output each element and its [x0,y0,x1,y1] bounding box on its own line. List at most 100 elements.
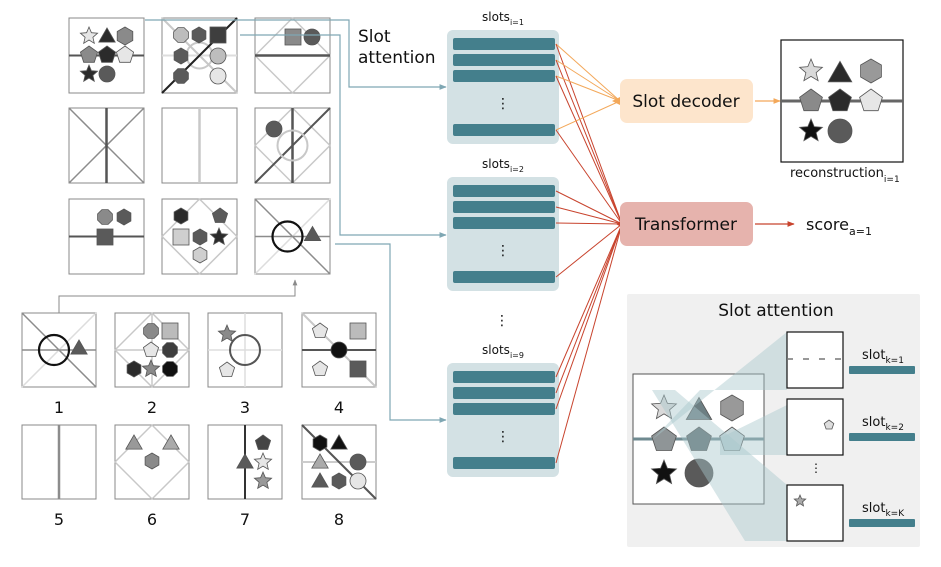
triangle-shape [125,434,143,450]
pentagon-shape [686,426,712,451]
slot-group-label-sub: i=1 [510,18,524,27]
slot-group-3: ⋮slotsi=9 [447,343,559,477]
slot-group-label-sub: i=9 [510,351,524,360]
slot-ellipsis: ⋮ [496,243,510,259]
hexagon-shape [860,58,882,84]
edge-to-transformer [555,223,623,394]
circle-shape [330,341,348,359]
slot-ellipsis: ⋮ [496,96,510,112]
star-shape [798,57,824,82]
edge-to-transformer [555,223,623,378]
circle-shape [209,47,227,65]
context-panel-7 [68,198,145,275]
slot-mask-image [786,331,844,389]
octagon-shape [143,323,159,339]
context-panel-9 [254,198,331,275]
slot-attention-label-line1: Slot [358,27,391,47]
slot-decoder-box [620,79,753,123]
context-panel-2 [161,17,238,94]
answer-option-4 [301,312,377,388]
slot-group-1: ⋮ slotsi=1 [447,10,559,144]
star-shape [217,323,237,343]
slot-bar [453,403,555,415]
slot-group-label-base: slots [482,343,510,357]
inset-title: Slot attention [718,301,834,321]
circle-shape [349,472,367,490]
hexagon-shape [720,394,744,422]
triangle-shape [330,434,348,450]
hexagon-shape [173,47,189,65]
octagon-shape [97,209,113,225]
answer-option-3 [207,312,283,388]
star-shape [209,226,229,246]
inset-slot-label-sub: k=K [885,509,905,519]
circle-shape [98,65,116,83]
triangle-shape [70,339,88,355]
edge-to-decoder [555,75,621,102]
context-panel-6 [253,106,332,185]
hexagon-shape [192,246,208,264]
slot-bar [453,185,555,197]
transformer-label: Transformer [634,215,737,235]
answer-option-5 [21,424,97,500]
slot-edges [555,43,624,464]
inset-slot-1: slotk=1 [786,331,915,389]
pentagon-shape [719,426,745,451]
pentagon-shape [859,88,883,112]
inset-slot-bar [849,519,915,527]
pentagon-shape [828,88,852,112]
panel-content [253,106,332,185]
circle-shape [209,67,227,85]
panel-content [301,312,377,388]
panel-content [21,312,97,388]
octagon-shape [162,361,178,377]
attention-beam-1 [652,332,787,440]
answer-label-7: 7 [240,510,250,529]
context-panel-8 [160,197,239,276]
slot-group-label: slotsi=1 [482,10,524,27]
triangle-shape [827,60,853,83]
decoder-arrowhead [612,97,620,105]
edge-to-transformer [555,206,623,225]
star-shape [253,451,273,471]
slot-groups-ellipsis: ⋮ [495,313,509,329]
reconstruction-image [780,39,904,163]
circle-shape [684,458,714,488]
edge-to-transformer [555,223,623,464]
slot-decoder-label: Slot decoder [632,92,739,112]
square-shape [349,360,367,378]
circle-shape [349,453,367,471]
pentagon-shape [97,45,117,63]
hexagon-shape [192,228,208,246]
slot-bar [453,124,555,136]
square-shape [172,228,190,246]
slot-attention-label-line2: attention [358,48,436,68]
square-shape [96,228,114,246]
edge-to-transformer [555,59,623,225]
pentagon-shape [799,88,823,112]
square-shape [284,28,302,46]
edge-to-transformer [555,222,623,225]
attention-beam-2 [720,405,787,455]
inset-slot-label-sub: k=1 [885,356,903,366]
panel-line [254,107,331,184]
panel-content [69,25,144,83]
star-shape [793,493,807,507]
slot-group-label: slotsi=9 [482,343,524,360]
slot-group-label-base: slots [482,10,510,24]
edge-to-transformer [555,129,623,225]
star-shape [79,25,99,45]
ring-shape [271,220,304,253]
star-shape [798,117,824,142]
hexagon-shape [144,452,160,470]
circle-shape [827,118,853,144]
panel-content [208,313,282,387]
panel-content [160,197,239,276]
diamond-line [113,423,191,501]
pentagon-shape [311,360,329,376]
inset-slot-2: slotk=2 [786,398,915,456]
inset-slot-label-sub: k=2 [885,423,903,433]
edge-to-decoder [555,100,621,131]
answer-label-5: 5 [54,510,64,529]
